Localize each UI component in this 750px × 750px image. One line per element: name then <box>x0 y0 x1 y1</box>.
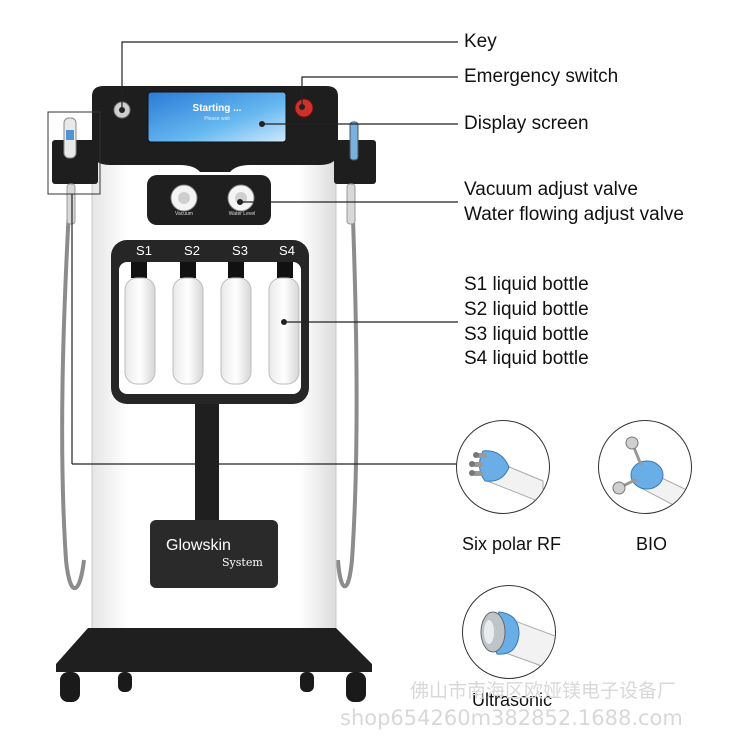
callout-emergency-switch: Emergency switch <box>464 66 619 87</box>
ultrasonic-image <box>462 585 556 679</box>
knob-label-water: Water Level <box>228 211 256 217</box>
callout-water-valve: Water flowing adjust valve <box>464 204 685 225</box>
ultrasonic-label: Ultrasonic <box>472 690 553 710</box>
caster-mid-right <box>300 672 314 692</box>
caster-left <box>60 672 80 702</box>
bottle-label-s2: S2 <box>184 243 200 258</box>
callout-s1-bottle: S1 liquid bottle <box>464 274 589 295</box>
rf-handpiece-icon <box>469 450 544 504</box>
watermark-line2: shop654260m382852.1688.com <box>340 706 683 730</box>
bottle-s1 <box>124 262 156 385</box>
handpiece-highlight <box>47 111 101 195</box>
caster-mid-left <box>118 672 132 692</box>
knob-label-vacuum: Vacuum <box>175 211 193 217</box>
callout-key: Key <box>464 31 497 52</box>
screen-subtext: Please wait <box>204 116 230 122</box>
watermark-line1: 佛山市南海区欧娅镁电子设备厂 <box>410 680 677 702</box>
caster-right <box>346 672 366 702</box>
bottle-s3 <box>220 262 252 385</box>
right-cable <box>336 189 359 589</box>
machine-base <box>56 628 372 672</box>
callout-s4-bottle: S4 liquid bottle <box>464 348 589 369</box>
brand-plate <box>150 520 278 588</box>
callout-vacuum-valve: Vacuum adjust valve <box>464 179 638 200</box>
bio-image <box>598 420 692 514</box>
callout-display-screen: Display screen <box>464 113 589 134</box>
display-screen <box>147 91 287 143</box>
bottle-s2 <box>172 262 204 385</box>
right-handle-grip <box>346 183 356 225</box>
bottle-s4 <box>268 262 300 385</box>
bottle-label-s1: S1 <box>136 243 152 258</box>
right-handpiece <box>349 121 359 161</box>
stand-column <box>195 404 219 522</box>
right-holder <box>334 140 376 184</box>
brand-name: Glowskin <box>166 537 231 554</box>
bio-handpiece-icon <box>612 436 690 512</box>
bio-label: BIO <box>636 534 668 554</box>
six-polar-rf-label: Six polar RF <box>462 534 562 554</box>
left-handle-grip <box>66 183 76 225</box>
callout-s3-bottle: S3 liquid bottle <box>464 324 589 345</box>
bottle-label-s4: S4 <box>279 243 295 258</box>
callout-lines <box>72 41 460 465</box>
screen-text: Starting ... <box>192 103 242 114</box>
bottle-label-s3: S3 <box>232 243 248 258</box>
six-polar-rf-image <box>456 420 550 514</box>
ultrasonic-handpiece-icon <box>480 611 555 671</box>
brand-subtitle: System <box>222 556 263 569</box>
left-cable <box>60 189 86 591</box>
callout-s2-bottle: S2 liquid bottle <box>464 299 589 320</box>
